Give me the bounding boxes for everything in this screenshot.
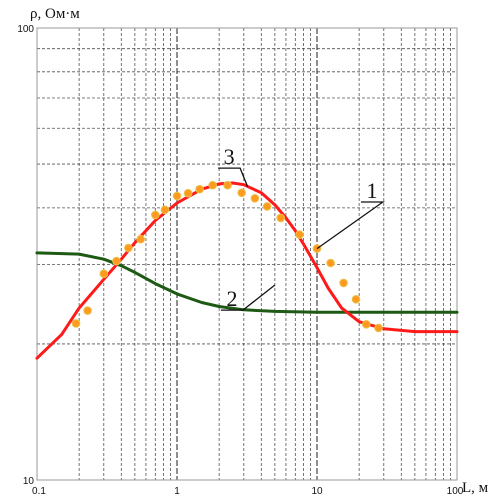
tick-labels: 0.1 1 10 100 100 10 (17, 24, 463, 497)
series-1-point (99, 269, 109, 279)
series-1-point (339, 278, 348, 288)
annotation-label-2: 2 (226, 286, 237, 311)
series-line-3 (35, 181, 459, 360)
x-axis-label: L, м (462, 480, 489, 496)
series-1-point (374, 323, 383, 333)
series-1-point (276, 213, 286, 223)
series-1-point (83, 306, 92, 315)
annotation-label-3: 3 (224, 144, 235, 169)
y-axis-label: ρ, Ом·м (30, 6, 80, 22)
x-tick-label: 1 (174, 486, 180, 497)
series-1-point (183, 188, 193, 198)
series-1-point (262, 202, 272, 211)
y-tick-label: 100 (17, 24, 34, 35)
series-1-point (112, 256, 121, 266)
annotation-label-1: 1 (366, 178, 377, 203)
plot-grid (36, 28, 457, 480)
x-tick-label: 10 (311, 486, 323, 497)
series-1-point (208, 180, 217, 190)
series-1-point (172, 191, 182, 201)
annotation-leader-3 (218, 167, 249, 188)
series-1-point (237, 188, 246, 198)
series-1-point (151, 210, 160, 220)
series-1-point (250, 194, 260, 203)
series-1-point (362, 320, 371, 329)
y-tick-label: 10 (23, 476, 35, 487)
series-1-point (71, 319, 81, 328)
annotation-layer: 1 2 3 (218, 144, 385, 311)
annotation-leader-2 (220, 284, 276, 311)
series-1-point (160, 205, 170, 215)
annotation-leader-1 (316, 201, 385, 250)
series-1-point (223, 180, 232, 190)
series-1-point (195, 184, 204, 194)
series-1-point (351, 295, 361, 304)
series-1-point (136, 234, 145, 244)
series-1-point (124, 243, 133, 253)
x-tick-label: 0.1 (32, 486, 46, 497)
series-layer (35, 180, 459, 360)
x-tick-label: 100 (447, 486, 464, 497)
series-1-point (326, 258, 335, 268)
series-1-point (295, 230, 304, 239)
plot-frame (36, 27, 458, 481)
